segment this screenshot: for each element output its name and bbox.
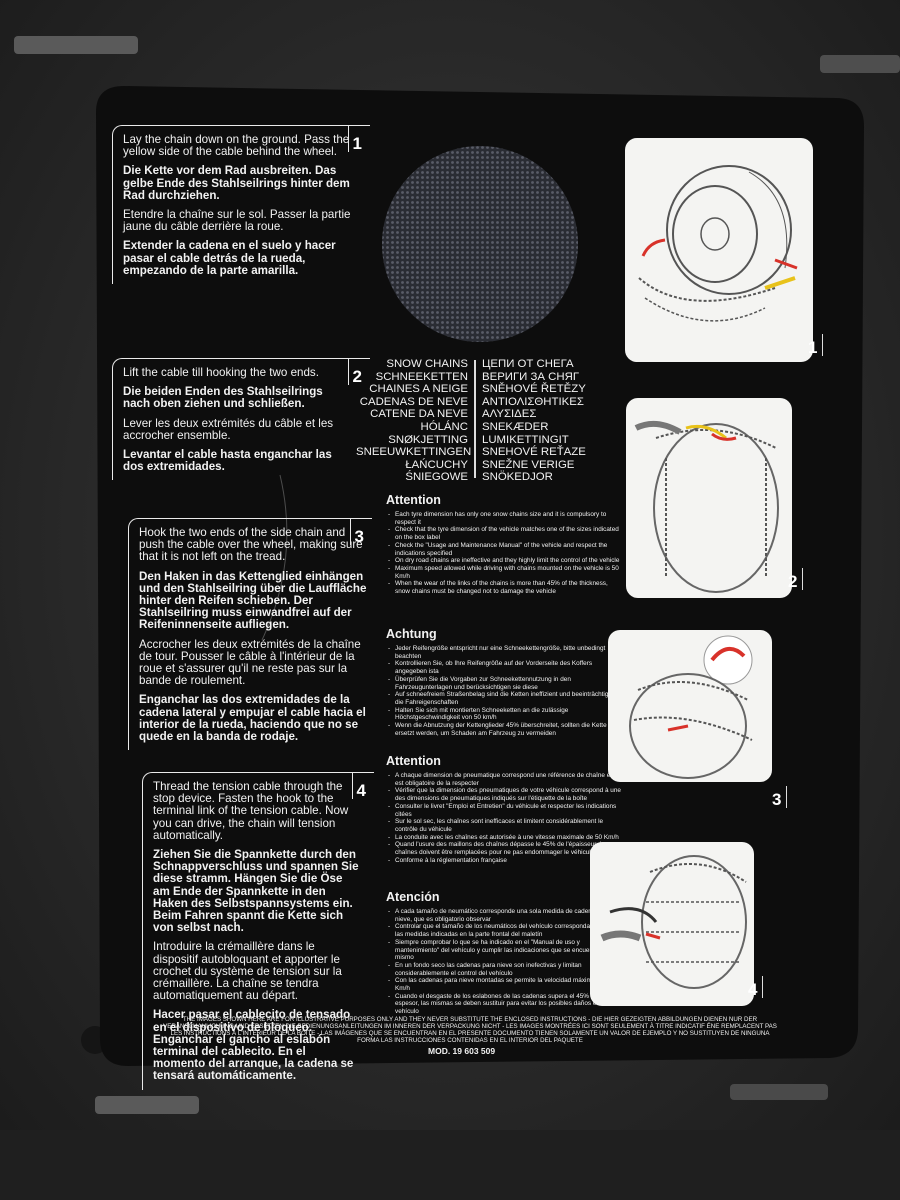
step-3-panel: 3 Hook the two ends of the side chain an… xyxy=(128,518,372,751)
warning-item: Controlar que el tamaño de los neumático… xyxy=(388,923,622,938)
illustration-step-2 xyxy=(626,398,792,598)
title-item: SNEHOVÉ REŤAZE xyxy=(482,446,586,459)
title-list-left: SNOW CHAINS SCHNEEKETTEN CHAINES A NEIGE… xyxy=(356,358,472,484)
warning-item: Jeder Reifengröße entspricht nur eine Sc… xyxy=(388,645,622,660)
warning-item: Sur le sol sec, les chaînes sont ineffic… xyxy=(388,818,622,833)
title-item: HÓLÁNC xyxy=(420,420,468,433)
warning-item: En un fondo seco las cadenas para nieve … xyxy=(388,962,622,977)
title-item: CHAINES A NEIGE xyxy=(369,383,468,396)
tension-cable-icon xyxy=(600,855,747,989)
title-item: ŁAŃCUCHY ŚNIEGOWE xyxy=(405,458,468,484)
warning-en: Attention Each tyre dimension has only o… xyxy=(386,493,622,596)
title-item: SNEEUWKETTINGEN xyxy=(356,446,472,459)
title-item: ΑΝΤΙΟΛΙΣΘΗΤΙΚΕΣ ΑΛΥΣΙΔΕΣ xyxy=(482,395,584,421)
warning-item: Vérifier que la dimension des pneumatiqu… xyxy=(388,787,622,802)
warning-item: Cuando el desgaste de los eslabones de l… xyxy=(388,993,622,1016)
step-number: 4 xyxy=(351,773,366,800)
title-item: SNÖKEDJOR xyxy=(482,471,553,484)
step-text-es: Enganchar las dos extremidades de la cad… xyxy=(139,693,366,744)
step-4-panel: 4 Thread the tension cable through the s… xyxy=(142,772,374,1090)
step-text-fr: Accrocher les deux extrémités de la chaî… xyxy=(139,637,361,688)
step-text-es: Levantar el cable hasta enganchar las do… xyxy=(123,448,332,474)
step-text-fr: Introduire la crémaillère dans le dispos… xyxy=(153,940,342,1003)
warning-item: When the wear of the links of the chains… xyxy=(388,580,622,595)
step-number: 1 xyxy=(347,126,362,153)
step-text-de: Ziehen Sie die Spannkette durch den Schn… xyxy=(153,848,359,935)
illustration-number: 1 xyxy=(808,334,825,357)
title-divider xyxy=(474,360,476,478)
title-item: ЦЕПИ ОТ СНЕГА xyxy=(482,358,574,370)
step-text-de: Die Kette vor dem Rad ausbreiten. Das ge… xyxy=(123,164,350,202)
warning-fr: Attention A chaque dimension de pneumati… xyxy=(386,754,622,864)
disclaimer-footer: THE IMAGES SHOWN HERE ARE FOR ILLUSTRATI… xyxy=(163,1016,777,1044)
warning-item: A chaque dimension de pneumatique corres… xyxy=(388,772,622,787)
step-text-de: Die beiden Enden des Stahlseilrings nach… xyxy=(123,385,323,411)
step-text-fr: Lever les deux extrémités du câble et le… xyxy=(123,416,334,442)
step-number: 2 xyxy=(347,359,362,386)
warning-es: Atención A cada tamaño de neumático corr… xyxy=(386,890,622,1016)
warning-item: Kontrollieren Sie, ob Ihre Reifengröße a… xyxy=(388,660,622,675)
step-text-de: Den Haken in das Kettenglied einhängen u… xyxy=(139,569,367,632)
warning-de: Achtung Jeder Reifengröße entspricht nur… xyxy=(386,627,622,737)
hands-hooking-icon xyxy=(634,420,779,593)
step-text-es: Extender la cadena en el suelo y hacer p… xyxy=(123,239,336,277)
title-item: SNEKÆDER xyxy=(482,420,549,433)
warning-item: Check that the tyre dimension of the veh… xyxy=(388,526,622,541)
title-item: SNOW CHAINS xyxy=(386,358,468,370)
title-item: CATENE DA NEVE xyxy=(370,408,468,421)
model-number: MOD. 19 603 509 xyxy=(428,1046,496,1056)
title-item: SNØKJETTING xyxy=(388,433,468,446)
illustration-step-3 xyxy=(608,630,772,782)
warning-item: Each tyre dimension has only one snow ch… xyxy=(388,511,622,526)
warning-item: Halten Sie sich mit montierten Schneeket… xyxy=(388,707,622,722)
illustration-step-4 xyxy=(590,842,754,1006)
step-text-en: Lay the chain down on the ground. Pass t… xyxy=(123,133,350,159)
illustration-number: 4 xyxy=(748,976,765,999)
step-text-en: Thread the tension cable through the sto… xyxy=(153,780,349,842)
warning-item: Consulter le livret "Emploi et Entretien… xyxy=(388,803,622,818)
warning-item: Maximum speed allowed while driving with… xyxy=(388,565,622,580)
warning-title: Attention xyxy=(386,754,441,768)
warning-item: Quand l'usure des maillons des chaînes d… xyxy=(388,841,622,856)
title-item: ВЕРИГИ ЗА СНЯГ xyxy=(482,370,579,383)
chain-over-wheel-icon xyxy=(629,635,753,779)
step-number: 3 xyxy=(349,519,364,546)
title-item: SCHNEEKETTEN xyxy=(375,370,468,383)
warning-item: La conduite avec les chaînes est autoris… xyxy=(388,834,622,842)
warning-item: Auf schneefreiem Straßenbelag sind die K… xyxy=(388,691,622,706)
step-text-en: Hook the two ends of the side chain and … xyxy=(139,526,363,564)
warning-item: Check the "Usage and Maintenance Manual"… xyxy=(388,542,622,557)
illustration-step-1 xyxy=(625,138,813,362)
warning-item: A cada tamaño de neumático corresponde u… xyxy=(388,908,622,923)
warning-item: Con las cadenas para nieve montadas se p… xyxy=(388,977,622,992)
illustration-number: 2 xyxy=(788,568,805,591)
warning-title: Attention xyxy=(386,493,441,507)
illustration-number: 3 xyxy=(772,786,789,809)
warning-item: Überprüfen Sie die Vorgaben zur Schneeke… xyxy=(388,676,622,691)
title-item: CADENAS DE NEVE xyxy=(359,395,468,408)
title-item: LUMIKETTINGIT xyxy=(482,433,569,446)
warning-item: Wenn die Abnutzung der Kettenglieder 45%… xyxy=(388,722,622,737)
warning-item: Conforme à la réglementation française xyxy=(388,857,622,865)
wheel-chain-icon xyxy=(638,165,798,322)
title-item: SNĚHOVÉ ŘETĚZY xyxy=(482,383,586,396)
warning-title: Achtung xyxy=(386,627,437,641)
warning-title: Atención xyxy=(386,890,440,904)
warning-item: On dry road chains are ineffective and t… xyxy=(388,557,622,565)
step-1-panel: 1 Lay the chain down on the ground. Pass… xyxy=(112,125,370,285)
step-text-fr: Etendre la chaîne sur le sol. Passer la … xyxy=(123,208,351,234)
title-list-right: ЦЕПИ ОТ СНЕГА ВЕРИГИ ЗА СНЯГ SNĚHOVÉ ŘET… xyxy=(482,358,632,484)
title-item: SNEŽNE VERIGE xyxy=(482,458,575,471)
step-2-panel: 2 Lift the cable till hooking the two en… xyxy=(112,358,370,481)
warning-item: Siempre comprobar lo que se ha indicado … xyxy=(388,939,622,962)
step-text-es: Hacer pasar el cablecito de tensado en e… xyxy=(153,1008,354,1083)
step-text-en: Lift the cable till hooking the two ends… xyxy=(123,366,319,379)
